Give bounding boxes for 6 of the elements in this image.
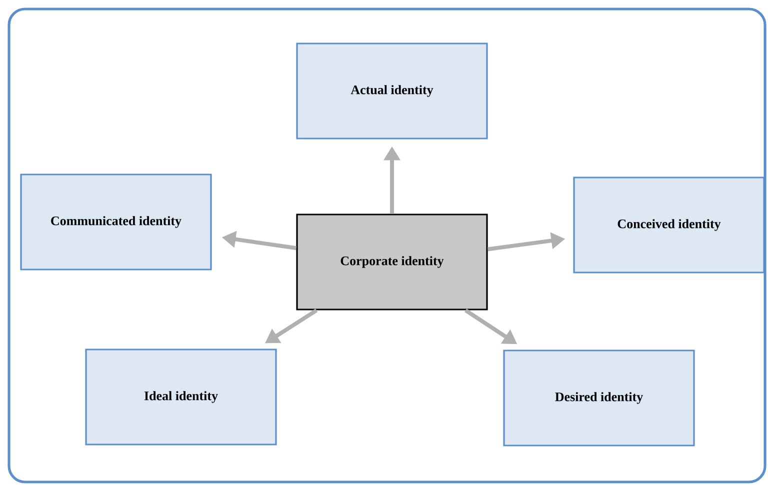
identity-box: Ideal identity — [85, 348, 277, 446]
identity-box: Conceived identity — [573, 176, 765, 274]
identity-box: Actual identity — [296, 42, 488, 140]
identity-box: Desired identity — [503, 350, 695, 446]
central-box: Corporate identity — [296, 214, 488, 310]
identity-box: Communicated identity — [20, 174, 212, 270]
